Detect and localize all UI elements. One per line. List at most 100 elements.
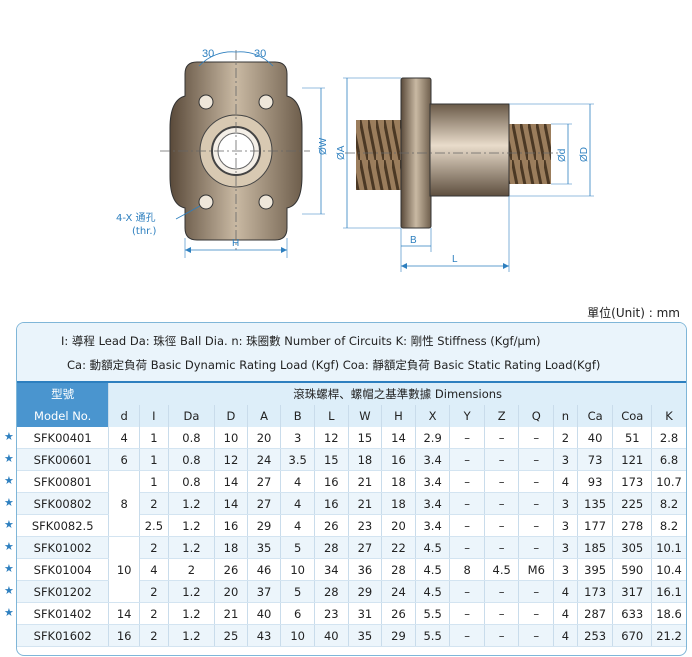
cell-d: 6: [108, 448, 140, 471]
star-icon: ★: [4, 562, 14, 575]
legend-line-2: Ca: 動額定負荷 Basic Dynamic Rating Load (Kgf…: [67, 358, 601, 372]
cell-d: 16: [108, 624, 140, 647]
cell-w: 18: [348, 448, 383, 471]
cell-y: –: [449, 514, 485, 537]
star-icon: ★: [4, 430, 14, 443]
cell-n: 3: [553, 492, 578, 515]
star-icon: ★: [4, 584, 14, 597]
star-icon: ★: [4, 540, 14, 553]
end-view: 30 30 ØW H 4-X 通孔 (thr.): [116, 48, 329, 258]
cell-n: 4: [553, 580, 578, 603]
cell-d: 26: [214, 558, 248, 581]
cell-x: 3.4: [415, 492, 451, 515]
column-header-z: Z: [484, 405, 520, 427]
cell-i: 2: [139, 624, 169, 647]
model-cell: SFK00801: [17, 470, 110, 493]
cell-d: 21: [214, 602, 248, 625]
cell-l: 15: [314, 448, 349, 471]
cell-h: 24: [381, 580, 416, 603]
cell-d: 14: [108, 602, 140, 625]
cell-y: –: [449, 580, 485, 603]
dimensions-header: 滾珠螺桿、螺帽之基準數據 Dimensions: [108, 383, 686, 405]
cell-ca: 93: [577, 470, 614, 493]
cell-a: 43: [247, 624, 282, 647]
cell-k: 6.8: [651, 448, 686, 471]
cell-h: 22: [381, 536, 416, 559]
cell-z: –: [484, 536, 520, 559]
cell-da: 1.2: [168, 602, 216, 625]
cell-x: 4.5: [415, 558, 451, 581]
cell-d: 12: [214, 448, 248, 471]
column-header-x: X: [415, 405, 451, 427]
cell-q: M6: [518, 558, 555, 581]
cell-n: 4: [553, 624, 578, 647]
cell-l: 16: [314, 470, 349, 493]
dim-30-left: 30: [202, 48, 214, 60]
spec-table-frame: I: 導程 Lead Da: 珠徑 Ball Dia. n: 珠圈數 Numbe…: [16, 322, 687, 656]
cell-h: 18: [381, 470, 416, 493]
cell-b: 6: [280, 602, 316, 625]
dim-a: ØA: [336, 145, 347, 160]
cell-x: 3.4: [415, 448, 451, 471]
cell-y: –: [449, 624, 485, 647]
column-header-n: n: [553, 405, 578, 427]
cell-da: 1.2: [168, 514, 216, 537]
model-cell: SFK00401: [17, 427, 110, 449]
cell-z: –: [484, 514, 520, 537]
cell-i: 1: [139, 448, 169, 471]
star-icon: ★: [4, 474, 14, 487]
column-header-l: L: [314, 405, 349, 427]
dim-big-d: ØD: [579, 147, 590, 162]
cell-i: 2: [139, 602, 169, 625]
cell-y: –: [449, 602, 485, 625]
cell-d: 8: [108, 470, 140, 537]
cell-z: –: [484, 470, 520, 493]
cell-q: –: [518, 514, 555, 537]
model-header-en: Model No.: [17, 405, 110, 427]
cell-x: 5.5: [415, 602, 451, 625]
cell-z: –: [484, 492, 520, 515]
cell-da: 0.8: [168, 427, 216, 449]
cell-y: –: [449, 492, 485, 515]
cell-w: 29: [348, 580, 383, 603]
technical-drawing: 30 30 ØW H 4-X 通孔 (thr.) ØA B L Ød ØD: [116, 48, 594, 272]
cell-a: 27: [247, 492, 282, 515]
cell-q: –: [518, 448, 555, 471]
cell-i: 2: [139, 536, 169, 559]
column-header-h: H: [381, 405, 416, 427]
cell-n: 3: [553, 536, 578, 559]
cell-h: 18: [381, 492, 416, 515]
star-icon: ★: [4, 496, 14, 509]
cell-ca: 287: [577, 602, 614, 625]
cell-n: 2: [553, 427, 578, 449]
cell-ca: 40: [577, 427, 614, 449]
model-cell: SFK00601: [17, 448, 110, 471]
cell-y: –: [449, 427, 485, 449]
cell-a: 35: [247, 536, 282, 559]
cell-da: 2: [168, 558, 216, 581]
model-header-zh: 型號: [17, 383, 110, 405]
model-cell: SFK0082.5: [17, 514, 110, 537]
cell-x: 4.5: [415, 536, 451, 559]
cell-b: 10: [280, 558, 316, 581]
cell-k: 10.4: [651, 558, 686, 581]
cell-coa: 590: [612, 558, 653, 581]
legend-line-1: I: 導程 Lead Da: 珠徑 Ball Dia. n: 珠圈數 Numbe…: [61, 334, 541, 348]
cell-l: 28: [314, 580, 349, 603]
cell-coa: 633: [612, 602, 653, 625]
cell-n: 3: [553, 448, 578, 471]
cell-w: 15: [348, 427, 383, 449]
cell-i: 2: [139, 492, 169, 515]
cell-k: 10.1: [651, 536, 686, 559]
hole-sublabel: (thr.): [132, 226, 157, 237]
dim-h: H: [232, 238, 239, 249]
cell-h: 26: [381, 602, 416, 625]
cell-coa: 225: [612, 492, 653, 515]
cell-d: 20: [214, 580, 248, 603]
cell-ca: 135: [577, 492, 614, 515]
cell-k: 8.2: [651, 514, 686, 537]
dim-small-d: Ød: [557, 149, 568, 162]
